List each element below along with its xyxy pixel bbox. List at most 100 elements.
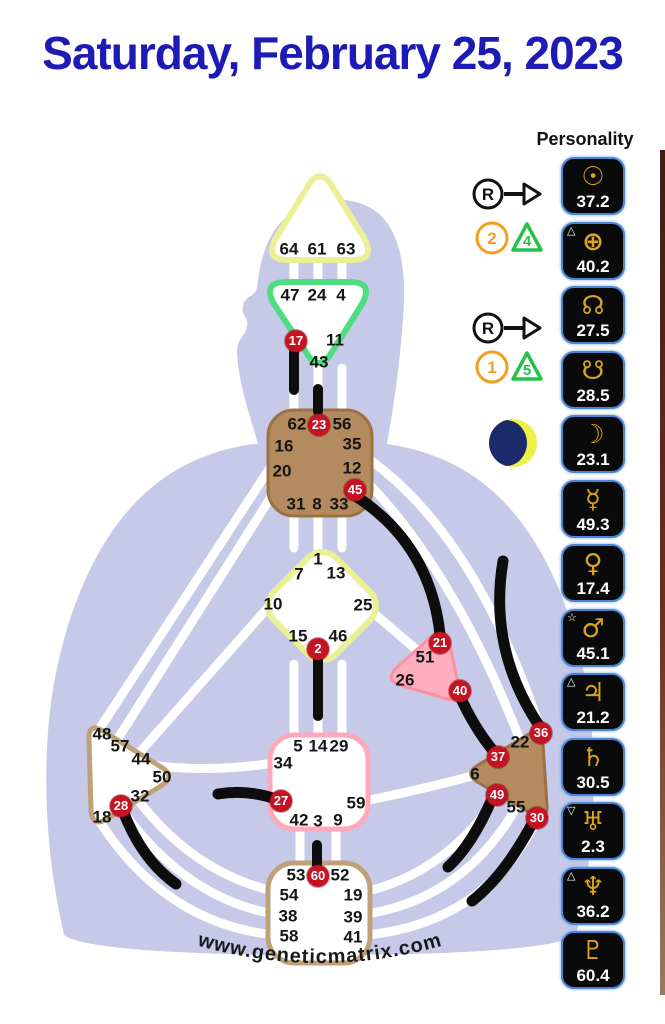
gate-45-activated: 45 [344,479,366,501]
planet-badge-north-node: ☊27.5 [561,286,625,344]
gate-58: 58 [279,926,299,946]
gate-24: 24 [307,285,327,305]
gate-5: 5 [293,736,303,756]
spleen-center [86,725,171,825]
gate-12: 12 [342,458,362,478]
gate-14: 14 [308,736,328,756]
green-number: 4 [523,233,532,250]
gate-31: 31 [286,494,306,514]
jupiter-gate-line: 21.2 [576,708,610,727]
gate-3: 3 [313,811,323,831]
gate-59: 59 [346,793,366,813]
planet-badge-pluto: ♇60.4 [561,931,625,989]
gate-64: 64 [279,239,299,259]
retrograde-group-1: R [472,178,542,210]
gate-32: 32 [130,786,150,806]
gate-7: 7 [294,564,304,584]
orange-number: 2 [487,229,496,248]
gate-62: 62 [287,414,307,434]
gate-42: 42 [289,810,309,830]
planet-badge-mars: ☆♂45.1 [561,608,625,667]
gate-11: 11 [326,330,344,350]
gate-16: 16 [274,436,294,456]
north-node-gate-line: 27.5 [576,321,610,340]
mars-gate-line: 45.1 [576,643,610,663]
gate-13: 13 [326,563,346,583]
planet-badge-neptune: △♆36.2 [561,866,625,925]
fixing-marker-mars: ☆ [567,610,577,624]
right-edge-artifact [660,150,665,995]
gate-23-activated: 23 [308,414,330,436]
gate-48: 48 [92,724,112,744]
gate-30-activated: 30 [526,807,548,829]
gate-46: 46 [328,626,348,646]
mercury-icon: ☿ [585,484,601,515]
pluto-icon: ♇ [581,936,605,966]
gate-33: 33 [329,494,349,514]
gate-26: 26 [395,670,415,690]
r-label: R [482,319,494,338]
gate-22: 22 [510,732,530,752]
ajna-center [267,279,369,366]
r-circle-icon [472,178,504,210]
uranus-icon: ♅ [581,807,605,837]
south-node-icon: ☋ [581,355,605,386]
gate-60-activated: 60 [307,865,329,887]
gate-52: 52 [330,865,350,885]
gate-2-activated: 2 [307,638,329,660]
gate-15: 15 [288,626,308,646]
personality-header: Personality [536,129,634,149]
gate-56: 56 [332,414,352,434]
fixing-marker-jupiter: △ [567,675,576,688]
page-title: Saturday, February 25, 2023 [42,27,624,79]
arrow-head-icon [522,316,542,340]
gate-17-activated: 17 [285,330,307,352]
pluto-gate-line: 60.4 [576,966,610,985]
gate-25: 25 [353,595,373,615]
uranus-gate-line: 2.3 [581,837,605,856]
gate-63: 63 [336,239,356,259]
moon-icon: ☽ [581,420,605,450]
gate-37-activated: 37 [487,746,509,768]
earth-icon: ⊕ [582,226,604,257]
planet-badge-venus: ♀17.4 [561,544,625,602]
gate-50: 50 [152,767,172,787]
gate-18: 18 [92,807,112,827]
gate-49-activated: 49 [486,784,508,806]
planet-badge-mercury: ☿49.3 [561,479,625,538]
sun-icon: ☉ [581,162,605,192]
head-center [269,173,371,263]
green-number: 5 [523,362,531,379]
gate-21-activated: 21 [429,632,451,654]
profile-numbers-2: 1 5 [475,350,543,384]
moon-shadow [489,420,527,466]
north-node-icon: ☊ [581,291,605,321]
neptune-icon: ♆ [581,871,605,902]
gate-9: 9 [333,810,343,830]
gate-54: 54 [279,885,299,905]
gate-41: 41 [343,927,363,947]
green-triangle-icon [511,222,543,252]
earth-gate-line: 40.2 [576,256,610,276]
gate-40-activated: 40 [449,680,471,702]
gate-28-activated: 28 [110,795,132,817]
fixing-marker-earth: △ [567,223,576,237]
gate-4: 4 [336,285,346,305]
gate-36-activated: 36 [530,722,552,744]
fixing-marker-uranus: ▽ [567,804,576,817]
gate-39: 39 [343,907,363,927]
orange-circle-icon [475,350,509,384]
moon-phase-icon [489,419,537,467]
gate-10: 10 [263,594,283,614]
south-node-gate-line: 28.5 [576,385,610,405]
gate-57: 57 [110,736,130,756]
sacral-center [267,732,371,832]
gate-6: 6 [470,764,480,784]
planet-badge-south-node: ☋28.5 [561,350,625,409]
gate-1: 1 [313,549,323,569]
venus-gate-line: 17.4 [576,579,610,598]
neptune-gate-line: 36.2 [576,901,610,921]
g-center [265,549,379,663]
